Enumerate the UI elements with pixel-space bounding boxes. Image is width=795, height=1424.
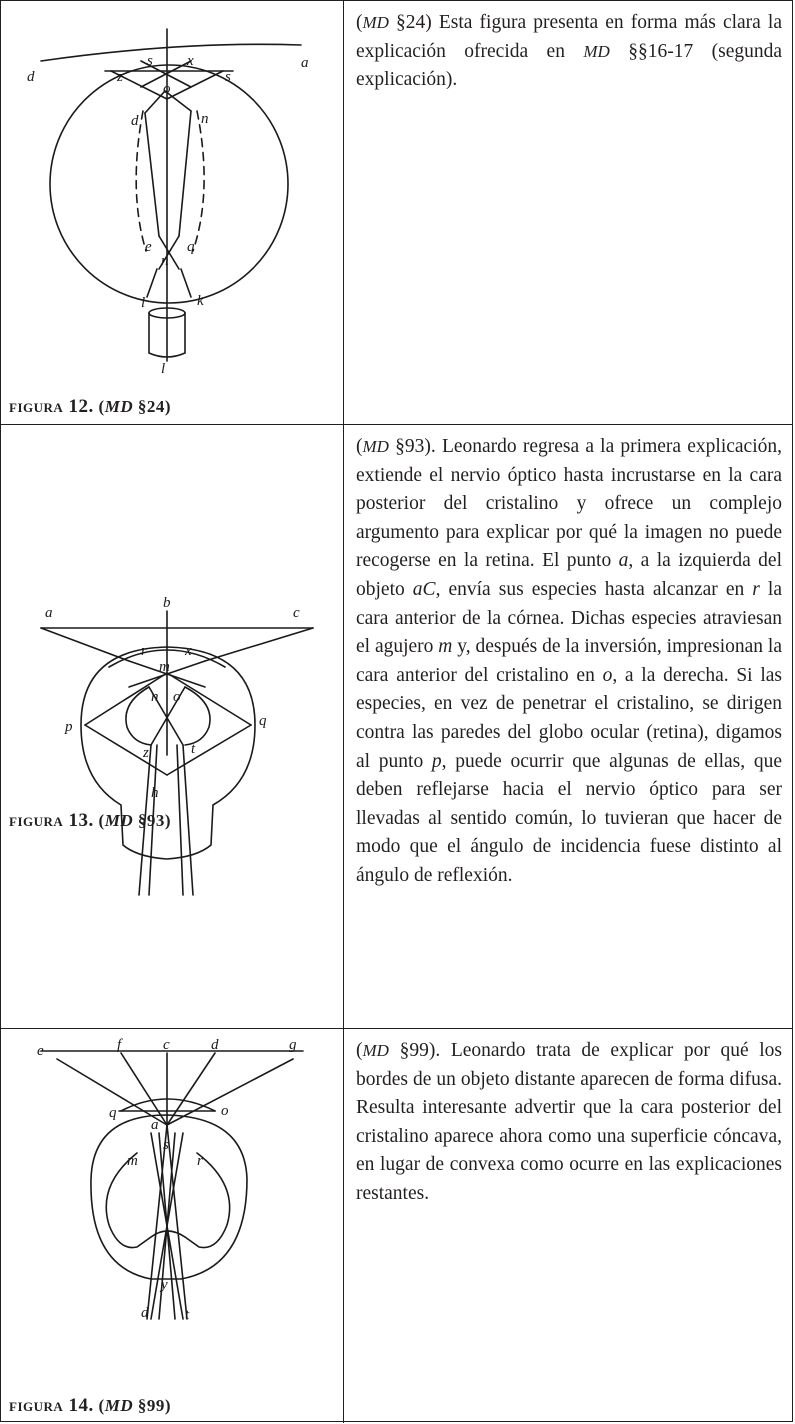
description-text: , a la derecha. Si las especies, en vez … [356, 664, 782, 772]
point-label: o [602, 664, 613, 686]
figure-label: q [259, 713, 267, 729]
point-label: aC [412, 578, 436, 600]
caption-label: figura 14. [9, 1395, 94, 1416]
md-abbrev: MD [362, 13, 389, 32]
description-text: , puede ocurrir que algunas de ellas, qu… [356, 750, 782, 886]
figure-label: q [187, 239, 195, 255]
figure-label: e [37, 1043, 44, 1059]
figure-label: z [142, 745, 149, 761]
caption-md: MD [104, 811, 134, 830]
figure-cell: d s x a z s o d n e q n l k l figura 12.… [1, 1, 344, 424]
figure-label: g [289, 1037, 297, 1053]
figure-label: a [301, 55, 309, 71]
figure-label: t [191, 741, 196, 757]
figure-label: x [186, 53, 194, 69]
description-text: §93). Leonardo regresa a la primera expl… [356, 436, 782, 572]
figure-label: d [27, 69, 35, 85]
figure-label: d [131, 113, 139, 129]
figure-label: o [173, 689, 181, 705]
md-abbrev: MD [583, 41, 610, 61]
figure-12-drawing: d s x a z s o d n e q n l k l [27, 28, 309, 377]
caption-ref: §24 [137, 397, 165, 416]
figure-label: k [197, 293, 204, 309]
figure-label: m [127, 1153, 138, 1169]
figure-label: t [185, 1307, 190, 1323]
figure-cell: e f c d g q o a s m r y d t figura 14. (… [1, 1029, 344, 1423]
figure-label: s [147, 53, 153, 69]
figure-label: q [109, 1105, 117, 1121]
point-label: p [431, 750, 442, 772]
point-label: m [438, 636, 453, 658]
figure-caption: figura 13. (MD §93) [9, 810, 172, 831]
figure-label: h [151, 785, 159, 801]
description-text: §§16-17 (segunda explicación). [356, 40, 782, 91]
caption-label: figura 13. [9, 810, 94, 831]
figure-label: e [145, 239, 152, 255]
figure-label: o [163, 81, 171, 97]
caption-md: MD [104, 397, 134, 416]
table-row: d s x a z s o d n e q n l k l figura 12.… [1, 1, 792, 425]
point-label: a [618, 550, 629, 572]
figure-caption: figura 14. (MD §99) [9, 1395, 172, 1416]
description-text: , a la izquierda del objeto [356, 550, 782, 600]
description-text: §99). Leonardo trata de explicar por qué… [356, 1040, 782, 1204]
figure-label: s [225, 69, 231, 85]
figure-label: n [161, 253, 169, 269]
figure-label: m [159, 659, 170, 675]
description-text: y, después de la inversión, impresionan … [356, 636, 783, 686]
md-abbrev: MD [362, 437, 389, 456]
md-abbrev: MD [362, 1041, 389, 1060]
figure-description: (MD §93). Leonardo regresa a la primera … [356, 436, 783, 886]
table-row: e f c d g q o a s m r y d t figura 14. (… [1, 1029, 792, 1423]
figure-13-drawing: a b c r x m n o p q z t h [40, 595, 314, 896]
figure-label: d [211, 1037, 219, 1053]
figure-label: l [161, 361, 165, 377]
figure-label: y [159, 1277, 168, 1293]
figure-cell: a b c r x m n o p q z t h figura 13. (MD… [1, 425, 344, 1028]
figure-label: r [197, 1153, 203, 1169]
figure-description: (MD §99). Leonardo trata de explicar por… [356, 1040, 782, 1204]
figure-label: c [293, 605, 300, 621]
figure-label: c [163, 1037, 170, 1053]
figure-label: n [151, 689, 159, 705]
figure-label: l [141, 295, 145, 311]
caption-ref: §99 [137, 1396, 165, 1415]
description-text: la cara anterior de la córnea. Dichas es… [356, 578, 783, 658]
description-text: , envía sus especies hasta alcanzar en [435, 578, 753, 600]
figure-description: (MD §24) Esta figura presenta en forma m… [356, 12, 782, 91]
figure-label: s [163, 1137, 169, 1153]
figure-label: a [45, 605, 53, 621]
figure-label: b [163, 595, 171, 611]
figure-14-drawing: e f c d g q o a s m r y d t [37, 1037, 304, 1323]
figure-label: x [184, 643, 192, 659]
figure-caption: figura 12. (MD §24) [9, 396, 172, 417]
figure-label: f [117, 1037, 123, 1053]
figure-label: p [64, 719, 73, 735]
figure-label: z [116, 69, 123, 85]
figure-label: o [221, 1103, 229, 1119]
figure-label: d [141, 1305, 149, 1321]
caption-md: MD [104, 1396, 134, 1415]
caption-ref: §93 [137, 811, 165, 830]
figure-label: r [141, 643, 147, 659]
point-label: r [752, 578, 760, 600]
table-row: a b c r x m n o p q z t h figura 13. (MD… [1, 425, 792, 1029]
figure-label: a [151, 1117, 159, 1133]
caption-label: figura 12. [9, 396, 94, 417]
description-text: §24) Esta figura presenta en forma más c… [356, 12, 782, 62]
figure-label: n [201, 111, 209, 127]
